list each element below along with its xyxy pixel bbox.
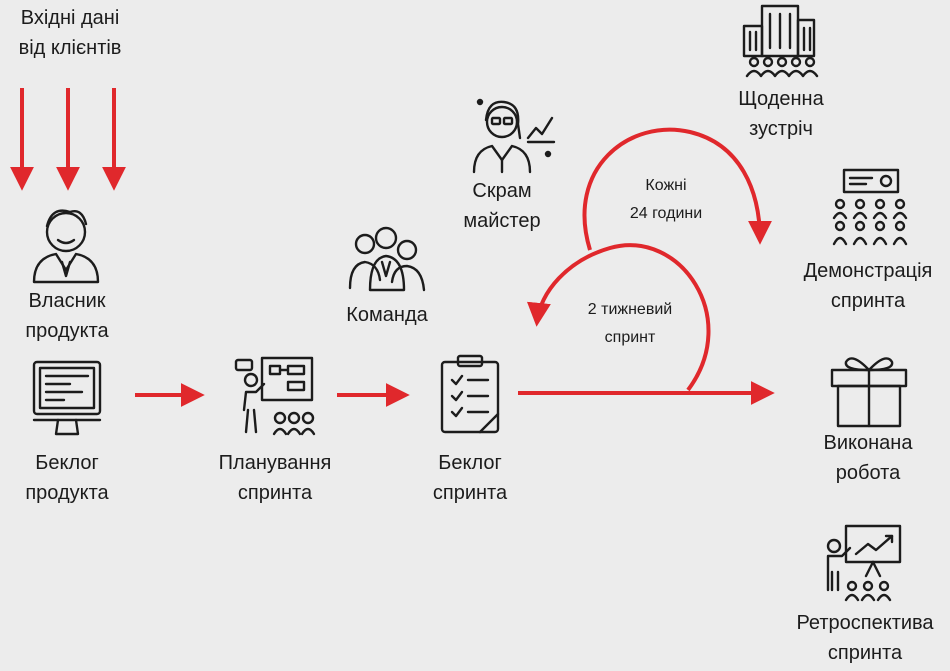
audience-icon [832,168,908,246]
sprint-demo-line1: Демонстрація [803,260,933,282]
scrum-master-line2: майстер [463,210,541,232]
retrospective-label: Ретроспектива спринта [780,608,950,668]
product-backlog-line1: Беклог [35,452,99,474]
person-icon [32,209,100,284]
sprint-cycle-label: 2 тижневий спринт [560,296,700,352]
daily-meeting-label: Щоденна зустріч [716,84,846,144]
product-backlog-label: Беклог продукта [0,448,134,508]
product-owner-label: Власник продукта [0,286,134,346]
sprint-cycle-line1: 2 тижневий [587,301,673,318]
daily-cycle-line1: Кожні [645,177,687,194]
sprint-backlog-line1: Беклог [438,452,502,474]
daily-meeting-line1: Щоденна [738,88,824,110]
scrum-master-label: Скрам майстер [440,176,564,236]
sprint-cycle-line2: спринт [604,329,656,346]
daily-cycle-label: Кожні 24 години [606,172,726,228]
done-work-label: Виконана робота [800,428,936,488]
chart-board-icon [826,524,902,602]
sprint-backlog-label: Беклог спринта [400,448,540,508]
client-input-line1: Вхідні дані [20,7,120,29]
product-owner-line2: продукта [25,320,109,342]
sprint-planning-line1: Планування [218,452,332,474]
sprint-planning-label: Планування спринта [200,448,350,508]
sprint-planning-line2: спринта [237,482,313,504]
client-input-label: Вхідні дані від клієнтів [0,3,140,63]
gift-icon [830,357,908,428]
done-work-line2: робота [835,462,901,484]
clipboard-icon [440,354,500,434]
product-backlog-line2: продукта [25,482,109,504]
building-icon [742,4,819,78]
sprint-backlog-line2: спринта [432,482,508,504]
sprint-demo-line2: спринта [830,290,906,312]
client-input-line2: від клієнтів [18,37,122,59]
daily-loop-arrow [582,127,772,251]
manager-icon [472,98,556,174]
monitor-icon [32,360,102,436]
scrum-master-line1: Скрам [472,180,532,202]
done-work-line1: Виконана [823,432,913,454]
product-owner-line1: Власник [28,290,106,312]
client-input-arrows [10,88,126,191]
retrospective-line2: спринта [827,642,903,664]
sprint-loop-arrow [526,243,711,392]
team-icon [348,226,426,292]
sprint-demo-label: Демонстрація спринта [786,256,950,316]
team-line: Команда [346,304,428,326]
presentation-icon [234,356,316,436]
daily-meeting-line2: зустріч [749,118,813,140]
retrospective-line1: Ретроспектива [796,612,934,634]
team-label: Команда [330,300,444,330]
daily-cycle-line2: 24 години [629,205,703,222]
